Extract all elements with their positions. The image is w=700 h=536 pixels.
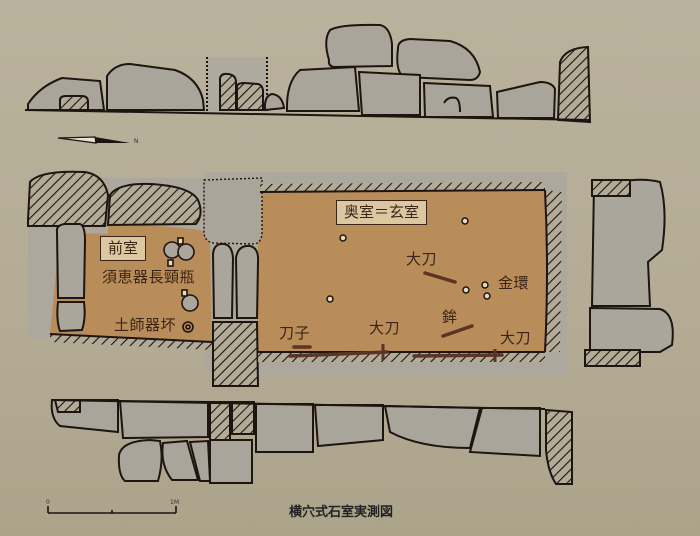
scale-end-label: 1M xyxy=(170,499,179,506)
artifact-label-spear: 鉾 xyxy=(442,308,458,326)
post-hole-icon xyxy=(326,217,491,303)
artifact-label-haji-bowl: 土師器坏 xyxy=(114,316,177,334)
scale-start-label: 0 xyxy=(46,499,50,506)
scale-bar xyxy=(47,506,177,514)
artifact-label-knife: 刀子 xyxy=(279,324,311,342)
vessel-icon xyxy=(163,237,199,333)
artifact-label-sword-3: 大刀 xyxy=(500,329,532,347)
side-elevation xyxy=(24,23,592,124)
artifact-label-long-neck-jar: 須恵器長頸瓶 xyxy=(102,268,196,286)
artifact-label-sword-1: 大刀 xyxy=(369,319,401,337)
artifact-label-gold-ring: 金環 xyxy=(498,274,530,292)
north-arrow-icon xyxy=(57,136,130,144)
front-chamber-label: 前室 xyxy=(100,236,147,261)
artifact-label-sword-2: 大刀 xyxy=(406,250,438,268)
rear-chamber-label: 奥室＝玄室 xyxy=(336,200,428,225)
figure-caption: 横穴式石室実測図 xyxy=(289,505,394,520)
north-arrow-label: N xyxy=(134,138,139,145)
sword-icon xyxy=(288,271,504,358)
front-elevation xyxy=(50,399,573,485)
